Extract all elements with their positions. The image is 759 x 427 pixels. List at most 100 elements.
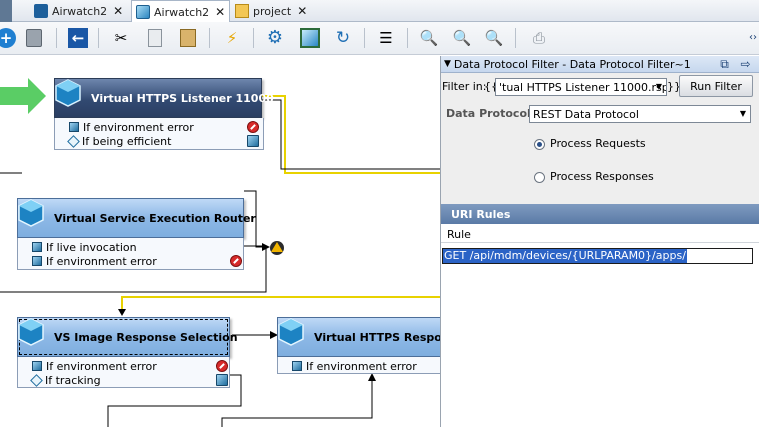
node-title[interactable]: Virtual Service Execution Router — [17, 198, 256, 238]
condition-row[interactable]: If environment error — [69, 120, 194, 134]
list-icon[interactable]: ☰ — [379, 28, 393, 47]
process-requests-radio[interactable] — [534, 139, 545, 150]
cube-icon — [55, 79, 81, 107]
add-icon[interactable]: + — [0, 26, 18, 50]
close-icon[interactable]: ✕ — [215, 5, 226, 19]
node-title[interactable]: VS Image Response Selection — [17, 317, 238, 357]
stop-icon[interactable] — [230, 255, 242, 267]
node-conditions: If live invocation If environment error — [17, 238, 244, 270]
toolbar-separator — [209, 28, 210, 48]
chevron-down-icon: ▼ — [739, 109, 746, 118]
uri-rules-table: Rule GET /api/mdm/devices/{URLPARAM0}/ap… — [441, 224, 759, 427]
stop-icon[interactable] — [247, 121, 259, 133]
cube-icon — [32, 256, 42, 266]
collapse-triangle-icon[interactable]: ▼ — [444, 59, 451, 69]
node-title-text: VS Image Response Selection — [54, 330, 238, 344]
tab-airwatch2-leaf[interactable]: Airwatch2 ✕ — [30, 0, 127, 22]
toolbar-separator — [253, 28, 254, 48]
cube-icon — [32, 242, 42, 252]
cube-icon — [278, 318, 304, 346]
leaf-icon — [34, 4, 48, 18]
detach-icon[interactable]: ⧉ — [720, 57, 729, 71]
link-listener-loop — [262, 95, 440, 174]
cut-icon[interactable]: ✂ — [114, 28, 128, 47]
toolbar: + ← ✂ ⚡ ⚙ ↻ ☰ 🔍 🔍 🔍 ⎙ ‹› — [0, 22, 759, 55]
node-title[interactable]: Virtual HTTPS Listener 11000 — [54, 78, 274, 118]
filter-in-label: Filter in: — [442, 80, 487, 93]
node-title-text: Virtual Service Execution Router — [54, 211, 256, 225]
cube-icon[interactable] — [247, 135, 259, 147]
condition-label: If environment error — [46, 254, 157, 268]
condition-row[interactable]: If environment error — [292, 359, 417, 373]
stop-icon[interactable] — [216, 360, 228, 372]
process-requests-label: Process Requests — [550, 137, 646, 150]
link-listener-back — [262, 99, 440, 170]
zoom-out-icon[interactable]: 🔍 — [484, 28, 504, 47]
paste-icon[interactable] — [176, 26, 200, 50]
node-conditions: If environment error — [277, 357, 440, 374]
tab-label: project — [253, 4, 292, 18]
lightning-icon[interactable]: ⚡ — [226, 28, 238, 47]
arrow-right-icon[interactable]: ⇨ — [740, 57, 751, 71]
settings-icon[interactable]: ⚙ — [266, 27, 284, 48]
toolbar-separator — [98, 28, 99, 48]
condition-row[interactable]: If live invocation — [32, 240, 137, 254]
condition-label: If environment error — [306, 359, 417, 373]
condition-row[interactable]: If environment error — [32, 254, 157, 268]
cube-icon — [136, 5, 150, 19]
condition-label: If tracking — [45, 373, 101, 387]
condition-label: If live invocation — [46, 240, 137, 254]
run-filter-button[interactable]: Run Filter — [679, 75, 753, 97]
condition-row[interactable]: If being efficient — [67, 134, 171, 148]
tab-overflow-stub[interactable] — [0, 0, 12, 22]
zoom-icon[interactable]: 🔍 — [419, 28, 439, 47]
data-protocol-select[interactable]: REST Data Protocol ▼ — [529, 105, 751, 123]
node-title[interactable]: Virtual HTTPS Respond — [277, 317, 440, 357]
collapse-icon[interactable]: ‹› — [749, 32, 757, 43]
data-protocol-filter-panel: ▼ Data Protocol Filter - Data Protocol F… — [440, 56, 759, 427]
copy-icon[interactable] — [143, 26, 167, 50]
tab-label: Airwatch2 — [52, 4, 108, 18]
condition-row[interactable]: If tracking — [30, 373, 101, 387]
tab-airwatch2-cube[interactable]: Airwatch2 ✕ — [131, 0, 231, 23]
zoom-in-icon[interactable]: 🔍 — [452, 28, 472, 47]
rule-column-header[interactable]: Rule — [441, 226, 759, 243]
toolbar-separator — [407, 28, 408, 48]
panel-title: Data Protocol Filter - Data Protocol Fil… — [453, 57, 691, 71]
delete-icon[interactable] — [22, 26, 46, 50]
filter-in-select[interactable]: 'tual HTTPS Listener 11000.rsp ▼ — [495, 78, 667, 96]
cube-icon[interactable] — [216, 374, 228, 386]
condition-row[interactable]: If environment error — [32, 359, 157, 373]
node-title-text: Virtual HTTPS Listener 11000 — [91, 91, 274, 105]
condition-label: If environment error — [46, 359, 157, 373]
cube-icon — [292, 361, 302, 371]
link-to-selection — [121, 296, 440, 312]
rule-cell-editor[interactable]: GET /api/mdm/devices/{URLPARAM0}/apps/ — [442, 248, 753, 264]
print-icon[interactable]: ⎙ — [532, 28, 545, 47]
chevron-down-icon: ▼ — [655, 82, 662, 91]
rule-cell-value: GET /api/mdm/devices/{URLPARAM0}/apps/ — [443, 249, 687, 263]
cube-icon — [32, 361, 42, 371]
close-icon[interactable]: ✕ — [113, 4, 124, 18]
filter-in-suffix: }} — [667, 80, 681, 93]
node-conditions: If environment error If tracking — [17, 357, 230, 388]
model-canvas[interactable]: Virtual HTTPS Listener 11000 If environm… — [0, 56, 440, 427]
filter-in-value: 'tual HTTPS Listener 11000.rsp — [499, 80, 667, 94]
cube-icon — [18, 199, 44, 227]
project-icon — [235, 4, 249, 18]
data-protocol-label: Data Protocol: — [446, 107, 536, 120]
cube-icon[interactable] — [298, 26, 322, 50]
panel-header[interactable]: ▼ Data Protocol Filter - Data Protocol F… — [441, 56, 759, 73]
rule-column-label: Rule — [447, 227, 471, 241]
cube-icon — [18, 318, 44, 346]
tab-project[interactable]: project ✕ — [231, 0, 311, 22]
toolbar-separator — [56, 28, 57, 48]
link-responder-loop — [221, 376, 373, 427]
diamond-icon — [30, 373, 43, 387]
refresh-icon[interactable]: ↻ — [335, 27, 351, 48]
back-icon[interactable]: ← — [66, 26, 90, 50]
process-responses-radio[interactable] — [534, 172, 545, 183]
warning-icon[interactable] — [270, 241, 284, 255]
diamond-icon — [67, 134, 80, 148]
close-icon[interactable]: ✕ — [297, 4, 308, 18]
